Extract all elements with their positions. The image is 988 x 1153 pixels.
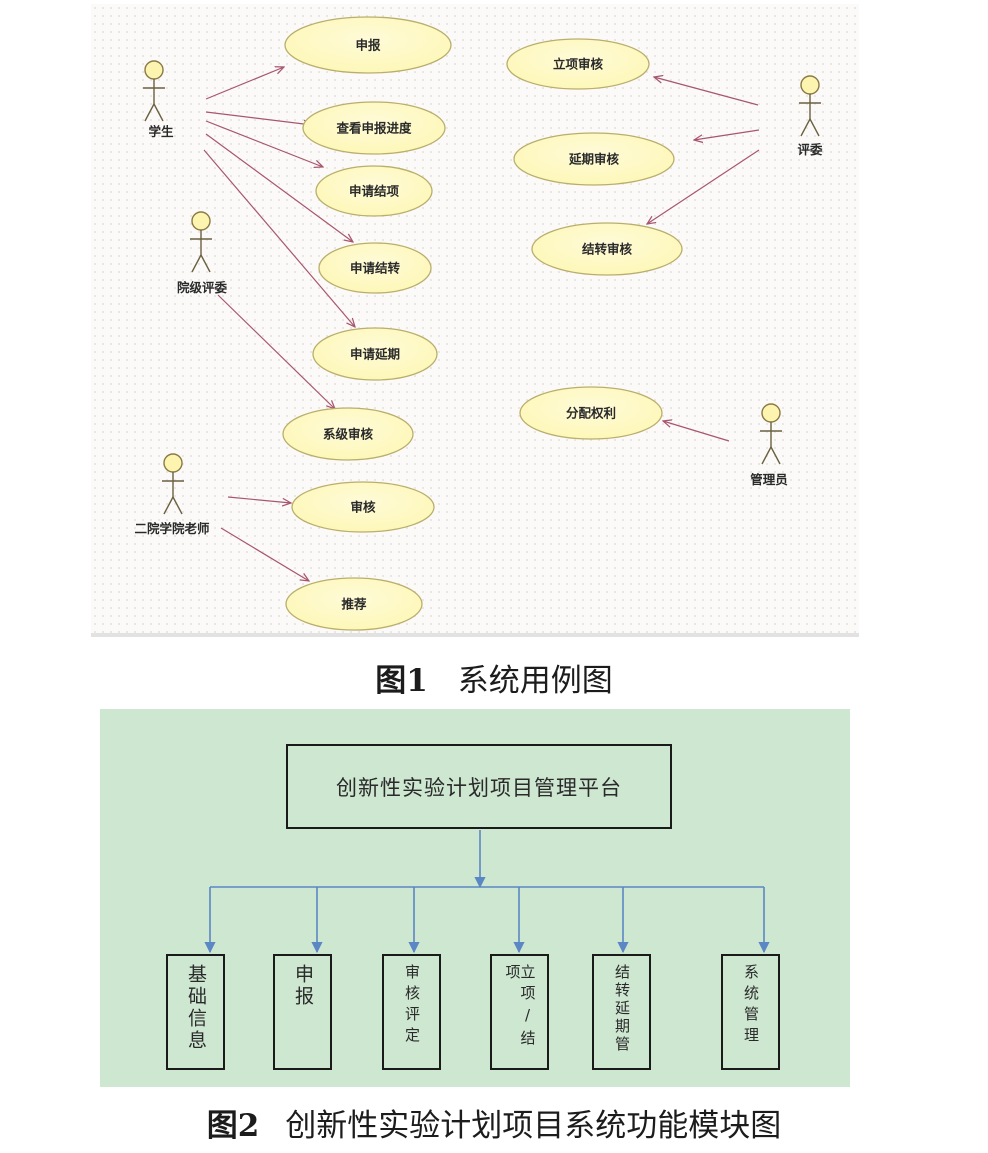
actor-label: 学生 (148, 124, 174, 139)
use-case-ellipse (506, 38, 650, 90)
figure2-caption: 图2 创新性实验计划项目系统功能模块图 (0, 1100, 988, 1145)
association-line (205, 120, 323, 167)
association-line (205, 133, 353, 242)
figure2-caption-title: 创新性实验计划项目系统功能模块图 (285, 1108, 782, 1144)
root-module-label: 创新性实验计划项目管理平台 (336, 776, 622, 800)
figure1-caption: 图1 系统用例图 (0, 655, 988, 700)
use-case-label: 推荐 (341, 597, 367, 612)
use-case-diagram: 申报查看申报进度申请结项申请结转申请延期系级审核审核推荐 立项审核延期审核结转审核… (91, 4, 859, 637)
use-case-label: 申请延期 (350, 347, 400, 362)
association-line (663, 421, 730, 442)
association-line (220, 527, 309, 581)
use-case-ellipse (315, 165, 433, 217)
actor-figure (162, 453, 184, 515)
module-label: 申报 (292, 964, 314, 1008)
actor-figure (143, 60, 165, 122)
use-case-ellipse (284, 16, 452, 74)
use-case-label: 查看申报进度 (335, 121, 412, 136)
association-line (227, 496, 291, 503)
use-case-label: 系级审核 (323, 427, 374, 442)
use-case-ellipse (519, 386, 663, 440)
module-box-review: 审核评定 (382, 954, 441, 1070)
module-diagram: 创新性实验计划项目管理平台 基础信息 申报 审核评定 立项/结项 结转延期管 系… (100, 709, 850, 1087)
actor-label: 评委 (797, 142, 823, 157)
module-label: 系统管理 (742, 964, 760, 1048)
use-case-ellipse (312, 327, 438, 381)
actor-figure (799, 75, 821, 137)
actor-figure (190, 211, 212, 273)
use-case-ellipse (318, 242, 432, 294)
use-case-label: 申请结项 (349, 184, 400, 199)
association-line (203, 149, 355, 327)
figure2-caption-number: 图2 (206, 1108, 260, 1144)
module-label: 基础信息 (185, 964, 207, 1052)
figure1-caption-title: 系统用例图 (457, 663, 613, 699)
use-case-ellipse (531, 222, 683, 276)
module-label: 结转延期管 (613, 964, 631, 1054)
module-label: 立项/结项 (503, 964, 537, 1051)
use-case-label: 审核 (350, 500, 376, 515)
use-case-label: 申报 (355, 38, 381, 53)
module-box-project-close: 立项/结项 (490, 954, 549, 1070)
module-box-carry-delay: 结转延期管 (592, 954, 651, 1070)
use-case-label: 申请结转 (350, 261, 401, 276)
module-box-basic-info: 基础信息 (166, 954, 225, 1070)
use-case-ellipse (513, 132, 675, 186)
association-line (647, 149, 760, 224)
use-case-ellipse (302, 101, 446, 155)
association-line (217, 294, 335, 409)
use-case-ellipse (285, 577, 423, 631)
association-line (205, 67, 284, 100)
module-box-system-admin: 系统管理 (721, 954, 780, 1070)
figure1-caption-number: 图1 (375, 663, 428, 699)
actor-label: 院级评委 (177, 280, 228, 295)
module-connectors (204, 830, 770, 954)
actor-label: 二院学院老师 (134, 521, 210, 536)
use-case-label: 延期审核 (568, 152, 620, 167)
use-case-ellipse (291, 481, 435, 533)
association-line (654, 77, 759, 106)
root-module-box: 创新性实验计划项目管理平台 (286, 744, 672, 829)
use-case-ellipse (282, 407, 414, 461)
association-line (205, 111, 312, 125)
module-label: 审核评定 (403, 964, 421, 1048)
association-line (694, 129, 760, 140)
use-case-label: 分配权利 (566, 406, 616, 421)
use-case-label: 结转审核 (582, 242, 633, 257)
actor-label: 管理员 (750, 472, 788, 487)
module-box-apply: 申报 (273, 954, 332, 1070)
use-case-label: 立项审核 (553, 57, 604, 72)
actor-figure (760, 403, 782, 465)
